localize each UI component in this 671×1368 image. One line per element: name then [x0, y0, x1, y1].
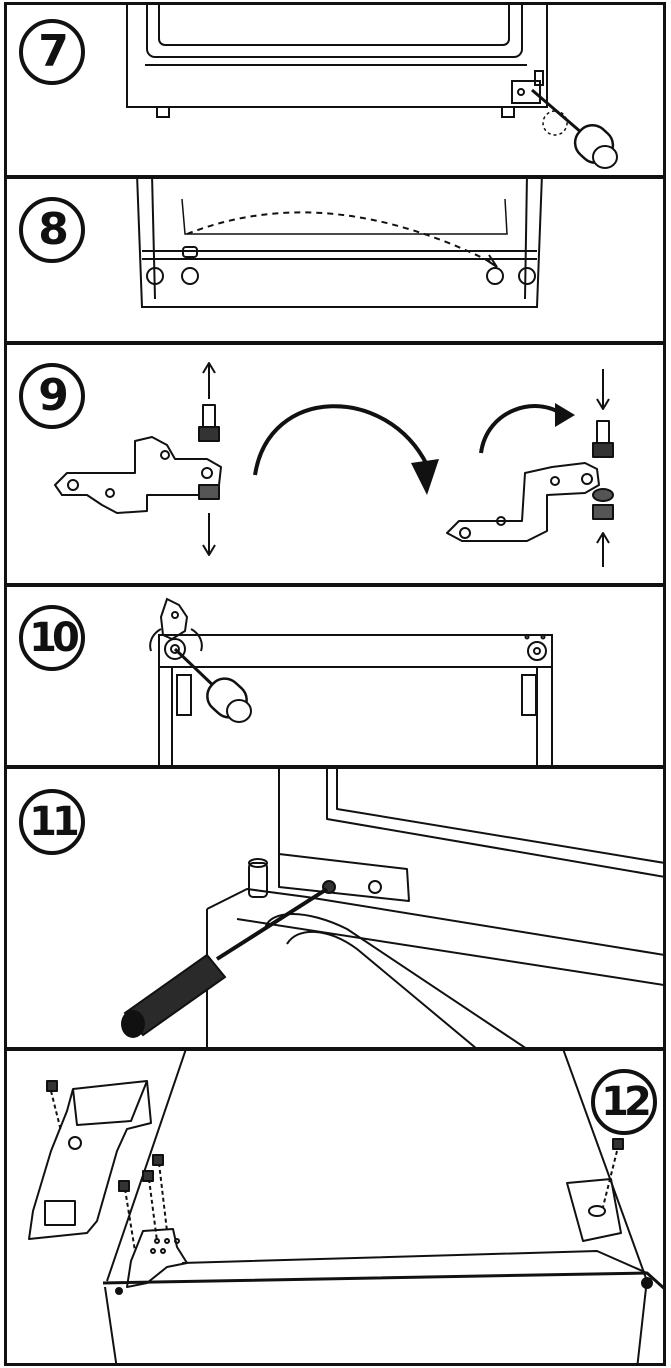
- rotate-arrow-icon: [479, 404, 565, 454]
- screw-icon: [118, 1180, 136, 1252]
- screwdriver-icon: [531, 88, 618, 169]
- hinge-bracket-icon: [54, 436, 222, 514]
- bolt-icon: [198, 404, 220, 442]
- step-8-badge: 8: [19, 197, 85, 263]
- cabinet-edge-left: [106, 1051, 187, 1282]
- screwdriver-icon: [121, 887, 329, 1038]
- refrigerator-base: [136, 179, 543, 308]
- step-11-illustration: [121, 769, 663, 1047]
- step-12-badge: 12: [591, 1069, 657, 1135]
- refrigerator-body: [126, 5, 548, 108]
- step-11-badge: 11: [19, 789, 85, 855]
- step-9-badge: 9: [19, 363, 85, 429]
- cabinet-edge-right: [562, 1051, 648, 1282]
- step-10-badge: 10: [19, 605, 85, 671]
- cabinet-top: [158, 634, 553, 765]
- step-11-number: 11: [29, 799, 80, 845]
- step-8-illustration: [136, 179, 543, 308]
- nut-icon: [198, 484, 220, 500]
- hinge-pin: [248, 862, 268, 898]
- screw-icon: [152, 1154, 168, 1232]
- step-12-number: 12: [601, 1079, 652, 1125]
- screw-icon: [46, 1080, 62, 1132]
- screwdriver-icon: [173, 647, 252, 723]
- step-7-illustration: [126, 5, 618, 169]
- screw-icon: [602, 1138, 624, 1208]
- hinge-bracket-icon: [126, 1228, 188, 1288]
- step-7-badge: 7: [19, 19, 85, 85]
- step-7-panel: 7: [4, 2, 666, 178]
- step-12-panel: 12: [4, 1048, 666, 1366]
- step-8-number: 8: [38, 204, 69, 255]
- rotate-arrow-icon: [253, 404, 429, 476]
- step-10-number: 10: [29, 615, 80, 661]
- nut-icon: [592, 504, 614, 520]
- step-9-illustration: [54, 362, 614, 567]
- hinge-bracket-icon: [446, 462, 600, 542]
- bolt-icon: [592, 420, 614, 458]
- step-9-panel: 9: [4, 342, 666, 586]
- hinge-cover: [28, 1080, 152, 1240]
- step-12-illustration: [28, 1051, 663, 1363]
- foot: [156, 106, 170, 118]
- screw-icon: [142, 1170, 158, 1242]
- hinge-pin: [182, 246, 198, 258]
- hinge-bracket-icon: [511, 80, 541, 104]
- hinge-bracket-icon: [566, 1178, 622, 1242]
- hinge-bracket-icon: [278, 853, 410, 902]
- washer: [592, 488, 614, 502]
- step-8-panel: 8: [4, 176, 666, 344]
- step-7-number: 7: [38, 26, 69, 77]
- hinge-bracket-icon: [159, 597, 189, 641]
- hole-left: [146, 267, 164, 285]
- step-10-panel: 10: [4, 584, 666, 768]
- step-11-panel: 11: [4, 766, 666, 1050]
- step-9-number: 9: [38, 370, 69, 421]
- door-panel: [146, 5, 523, 58]
- move-arrow: [186, 211, 496, 265]
- step-10-illustration: [149, 597, 553, 765]
